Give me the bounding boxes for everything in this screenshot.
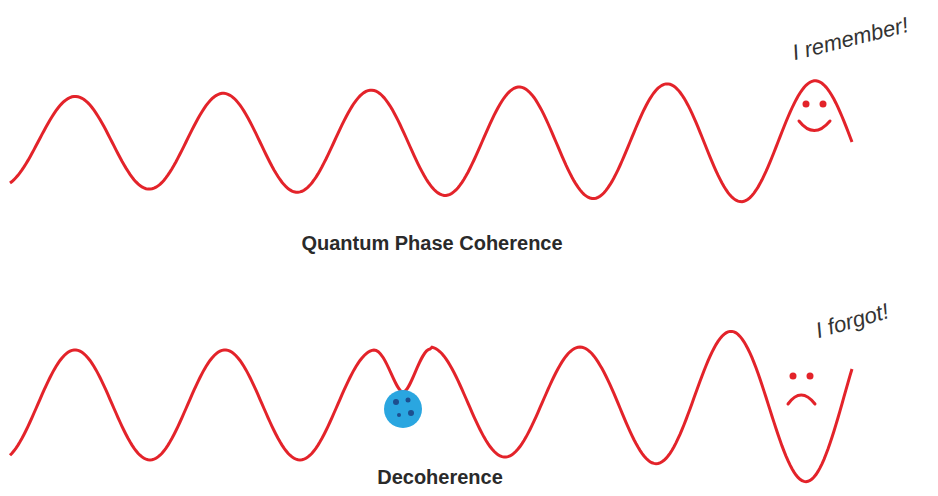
eye	[803, 101, 810, 108]
speech-note: I remember!	[790, 12, 911, 66]
frown-face	[788, 373, 815, 405]
particle-ball	[384, 390, 422, 428]
particle	[384, 390, 422, 428]
particle-dot	[397, 413, 401, 417]
particle-dot	[406, 398, 411, 403]
eye	[807, 373, 814, 380]
eye	[820, 101, 827, 108]
diagram-heading: Decoherence	[377, 466, 503, 489]
speech-note: I forgot!	[813, 298, 892, 344]
particle-dot	[408, 410, 414, 416]
particle-dot	[393, 399, 399, 405]
frown	[788, 395, 815, 404]
smile	[799, 121, 830, 131]
decoherent-wave	[10, 331, 852, 481]
smiley-face	[799, 101, 830, 131]
coherent-wave	[10, 81, 852, 202]
diagram-heading: Quantum Phase Coherence	[301, 232, 562, 255]
eye	[790, 373, 797, 380]
